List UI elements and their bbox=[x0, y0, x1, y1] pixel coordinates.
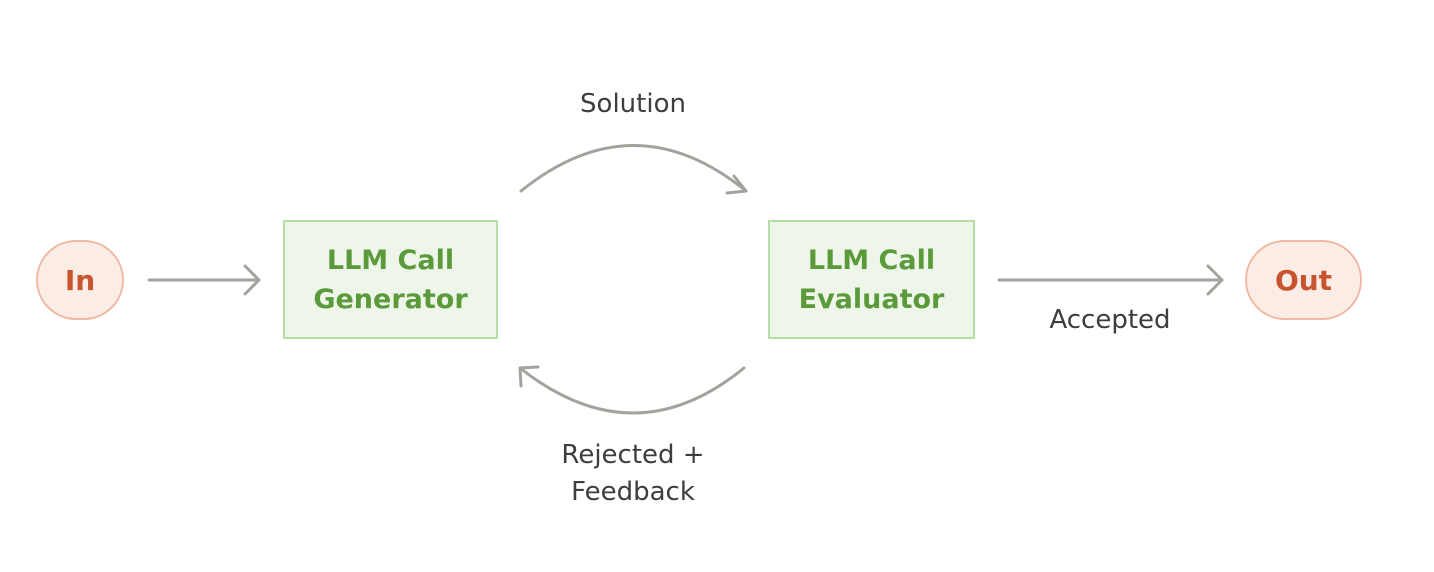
output-node: Out bbox=[1245, 240, 1362, 320]
input-node-label: In bbox=[64, 263, 96, 297]
output-node-label: Out bbox=[1274, 263, 1333, 297]
accepted-label: Accepted bbox=[1049, 305, 1171, 335]
rejected-feedback-label: Rejected + Feedback bbox=[513, 437, 753, 511]
generator-node-line1: LLM Call bbox=[326, 244, 455, 276]
evaluator-node-line2: Evaluator bbox=[798, 283, 945, 315]
solution-label: Solution bbox=[580, 89, 686, 119]
arrow-in-to-generator bbox=[147, 264, 261, 296]
input-node: In bbox=[36, 240, 124, 320]
evaluator-node: LLM Call Evaluator bbox=[768, 220, 975, 339]
arrow-rejected-feedback bbox=[518, 365, 746, 415]
arrow-evaluator-to-out bbox=[997, 264, 1224, 296]
rejected-label-line2: Feedback bbox=[571, 477, 695, 507]
generator-node-line2: Generator bbox=[313, 283, 468, 315]
rejected-label-line1: Rejected + bbox=[561, 440, 705, 470]
evaluator-node-line1: LLM Call bbox=[807, 244, 936, 276]
arrow-solution bbox=[519, 144, 748, 195]
generator-node: LLM Call Generator bbox=[283, 220, 498, 339]
